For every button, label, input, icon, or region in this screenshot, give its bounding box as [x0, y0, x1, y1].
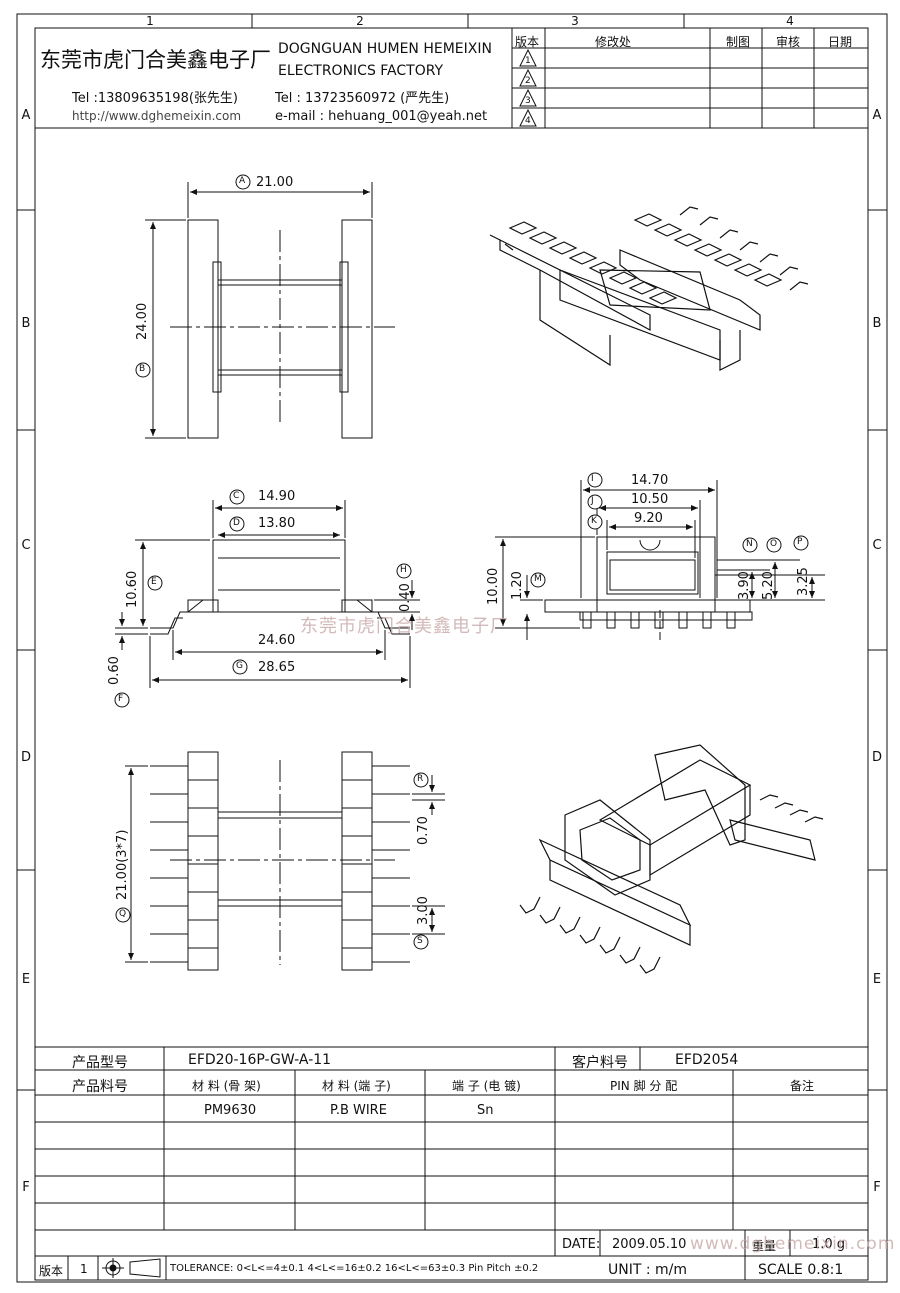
dim-letter-i: I	[591, 474, 594, 484]
dim-value-24-60: 24.60	[258, 633, 296, 648]
dim-value-h: 0.40	[398, 583, 413, 612]
dim-value-s: 3.00	[416, 896, 431, 925]
inner-frame	[34, 27, 869, 1281]
dim-letter-r: R	[417, 774, 424, 784]
label-version: 版本	[39, 1264, 64, 1278]
dim-value-m: 1.20	[510, 571, 525, 600]
dim-value-p: 3.25	[796, 567, 811, 596]
dim-letter-c: C	[233, 491, 240, 501]
zone-row-b-left: B	[21, 316, 31, 331]
dim-letter-e: E	[151, 577, 157, 587]
value-date: 2009.05.10	[612, 1237, 687, 1252]
dim-letter-o: O	[770, 539, 778, 549]
rev-mark-4: 4	[525, 116, 531, 126]
dim-letter-h: H	[400, 565, 407, 575]
dim-value-r: 0.70	[416, 816, 431, 845]
company-name-cn: 东莞市虎门合美鑫电子厂	[40, 48, 271, 72]
dim-value-10-00: 10.00	[486, 567, 501, 605]
value-terminal: Sn	[477, 1103, 494, 1118]
label-product-no: 产品料号	[72, 1079, 128, 1095]
company-name-en-2: ELECTRONICS FACTORY	[278, 63, 444, 79]
value-weight: 1.0 g	[812, 1237, 846, 1252]
label-remarks: 备注	[790, 1079, 815, 1093]
label-date: DATE:	[562, 1237, 601, 1252]
dim-value-b: 24.00	[135, 302, 150, 340]
dim-letter-a: A	[239, 176, 246, 186]
label-material-pin: 材 料 (端 子)	[322, 1079, 391, 1093]
watermark-company: 东莞市虎门合美鑫电子厂	[300, 616, 509, 637]
zone-row-a-left: A	[21, 108, 31, 123]
label-pin-assign: PIN 脚 分 配	[610, 1079, 678, 1093]
rev-col-version: 版本	[515, 35, 540, 49]
rev-col-date: 日期	[828, 35, 853, 49]
dim-value-n: 3.90	[737, 571, 752, 600]
label-weight: 重量	[752, 1239, 777, 1253]
value-material-bobbin: PM9630	[204, 1103, 257, 1118]
tolerance-note: TOLERANCE: 0<L<=4±0.1 4<L<=16±0.2 16<L<=…	[170, 1263, 539, 1274]
rev-col-change: 修改处	[595, 35, 632, 49]
dim-value-c: 14.90	[258, 489, 296, 504]
value-unit: UNIT : m/m	[608, 1262, 688, 1278]
value-material-pin: P.B WIRE	[330, 1103, 387, 1118]
dim-letter-f: F	[118, 694, 124, 704]
outer-frame	[16, 13, 888, 1283]
dim-value-q: 21.00(3*7)	[115, 829, 130, 900]
contact-tel-1: Tel :13809635198(张先生)	[72, 91, 238, 106]
watermark-website: www.dghemeixin.com	[690, 1234, 896, 1254]
contact-tel-2: Tel : 13723560972 (严先生)	[275, 91, 450, 106]
rev-col-draw: 制图	[726, 35, 751, 49]
value-version: 1	[80, 1262, 88, 1276]
dim-value-o: 5.20	[761, 571, 776, 600]
company-website: http://www.dghemeixin.com	[72, 109, 242, 123]
label-terminal: 端 子 (电 镀)	[452, 1079, 521, 1093]
dim-value-f: 0.60	[107, 656, 122, 685]
dim-value-d: 13.80	[258, 516, 296, 531]
zone-row-d-left: D	[20, 750, 31, 765]
zone-row-c-left: C	[21, 538, 31, 553]
zone-row-e-right: E	[872, 972, 882, 987]
dim-letter-s: S	[417, 936, 423, 946]
dim-letter-k: K	[591, 516, 597, 526]
zone-col-1: 1	[146, 14, 154, 28]
dim-letter-g: G	[236, 661, 243, 671]
dim-letter-b: B	[139, 364, 146, 374]
company-name-en-1: DOGNGUAN HUMEN HEMEIXIN	[278, 41, 492, 57]
label-customer-no: 客户料号	[572, 1055, 628, 1071]
zone-row-b-right: B	[872, 316, 882, 331]
zone-row-f-right: F	[873, 1180, 881, 1195]
dim-value-e: 10.60	[125, 570, 140, 608]
dim-letter-n: N	[746, 539, 753, 549]
rev-mark-2: 2	[525, 76, 531, 86]
zone-row-d-right: D	[871, 750, 882, 765]
value-scale: SCALE 0.8:1	[758, 1262, 844, 1278]
dim-value-g: 28.65	[258, 660, 296, 675]
dim-letter-q: Q	[119, 909, 127, 919]
dim-letter-d: D	[233, 518, 240, 528]
rev-mark-1: 1	[525, 56, 531, 66]
dim-letter-m: M	[534, 574, 542, 584]
dim-letter-j: J	[591, 496, 594, 506]
zone-col-4: 4	[786, 14, 794, 28]
zone-col-2: 2	[356, 14, 364, 28]
zone-row-f-left: F	[22, 1180, 30, 1195]
zone-row-a-right: A	[872, 108, 882, 123]
label-material-bobbin: 材 料 (骨 架)	[192, 1079, 261, 1093]
rev-col-review: 审核	[776, 35, 801, 49]
value-product-model: EFD20-16P-GW-A-11	[188, 1052, 332, 1068]
zone-row-e-left: E	[21, 972, 31, 987]
value-customer-no: EFD2054	[675, 1052, 739, 1068]
zone-row-c-right: C	[872, 538, 882, 553]
contact-email: e-mail : hehuang_001@yeah.net	[275, 109, 488, 124]
dim-letter-p: P	[797, 537, 803, 547]
zone-col-3: 3	[571, 14, 579, 28]
dim-value-a: 21.00	[256, 175, 294, 190]
dim-value-j: 10.50	[631, 492, 669, 507]
rev-mark-3: 3	[525, 96, 531, 106]
label-product-model: 产品型号	[72, 1055, 128, 1071]
dim-value-k: 9.20	[634, 511, 663, 526]
dim-value-i: 14.70	[631, 473, 669, 488]
